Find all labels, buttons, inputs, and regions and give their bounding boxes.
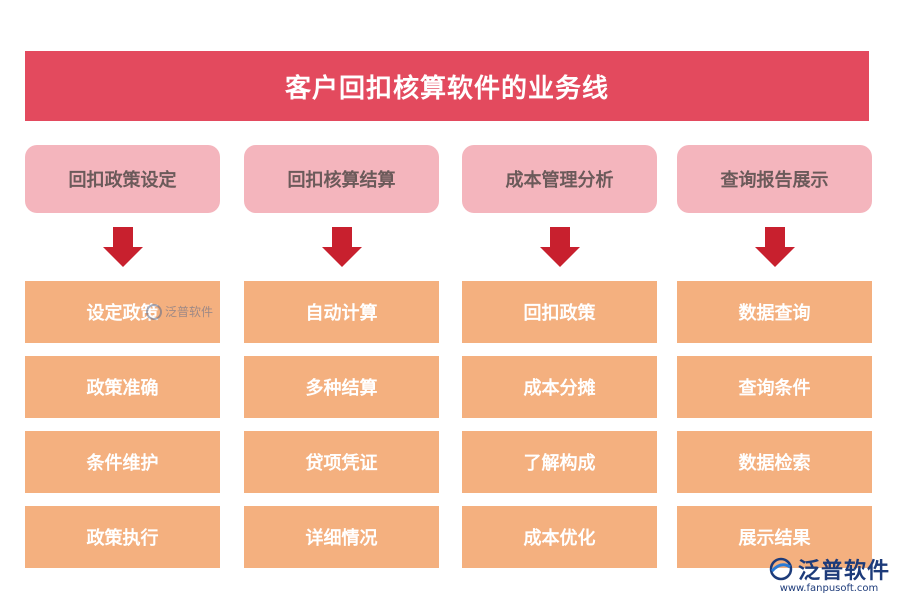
down-arrow-icon <box>25 213 220 281</box>
down-arrow-icon <box>462 213 657 281</box>
item-box: 条件维护 <box>25 431 220 493</box>
item-box: 成本优化 <box>462 506 657 568</box>
item-box: 了解构成 <box>462 431 657 493</box>
item-box: 回扣政策 <box>462 281 657 343</box>
column-header: 回扣核算结算 <box>244 145 439 213</box>
column-4: 查询报告展示 数据查询 查询条件 数据检索 展示结果 <box>677 145 872 581</box>
item-box: 展示结果 <box>677 506 872 568</box>
watermark-text: 泛普软件 <box>165 305 214 319</box>
column-header: 回扣政策设定 <box>25 145 220 213</box>
item-box: 数据检索 <box>677 431 872 493</box>
item-box: 设定政策 <box>25 281 220 343</box>
column-header: 查询报告展示 <box>677 145 872 213</box>
column-2: 回扣核算结算 自动计算 多种结算 贷项凭证 详细情况 <box>244 145 439 581</box>
item-box: 详细情况 <box>244 506 439 568</box>
down-arrow-icon <box>244 213 439 281</box>
item-box: 数据查询 <box>677 281 872 343</box>
brand-logo: 泛普软件 www.fanpusoft.com <box>768 553 890 594</box>
item-box: 自动计算 <box>244 281 439 343</box>
item-box: 查询条件 <box>677 356 872 418</box>
watermark-logo-icon <box>146 303 162 320</box>
item-box: 成本分摊 <box>462 356 657 418</box>
item-box: 政策执行 <box>25 506 220 568</box>
column-3: 成本管理分析 回扣政策 成本分摊 了解构成 成本优化 <box>462 145 657 581</box>
item-box: 多种结算 <box>244 356 439 418</box>
logo-name: 泛普软件 <box>797 559 890 584</box>
column-1: 回扣政策设定 设定政策 政策准确 条件维护 政策执行 <box>25 145 220 581</box>
item-box: 政策准确 <box>25 356 220 418</box>
down-arrow-icon <box>677 213 872 281</box>
fanpu-logo-icon <box>769 557 793 581</box>
item-box: 贷项凭证 <box>244 431 439 493</box>
watermark: 泛普软件 <box>146 303 213 320</box>
column-header: 成本管理分析 <box>462 145 657 213</box>
diagram-title: 客户回扣核算软件的业务线 <box>25 51 869 121</box>
logo-url: www.fanpusoft.com <box>779 583 879 594</box>
